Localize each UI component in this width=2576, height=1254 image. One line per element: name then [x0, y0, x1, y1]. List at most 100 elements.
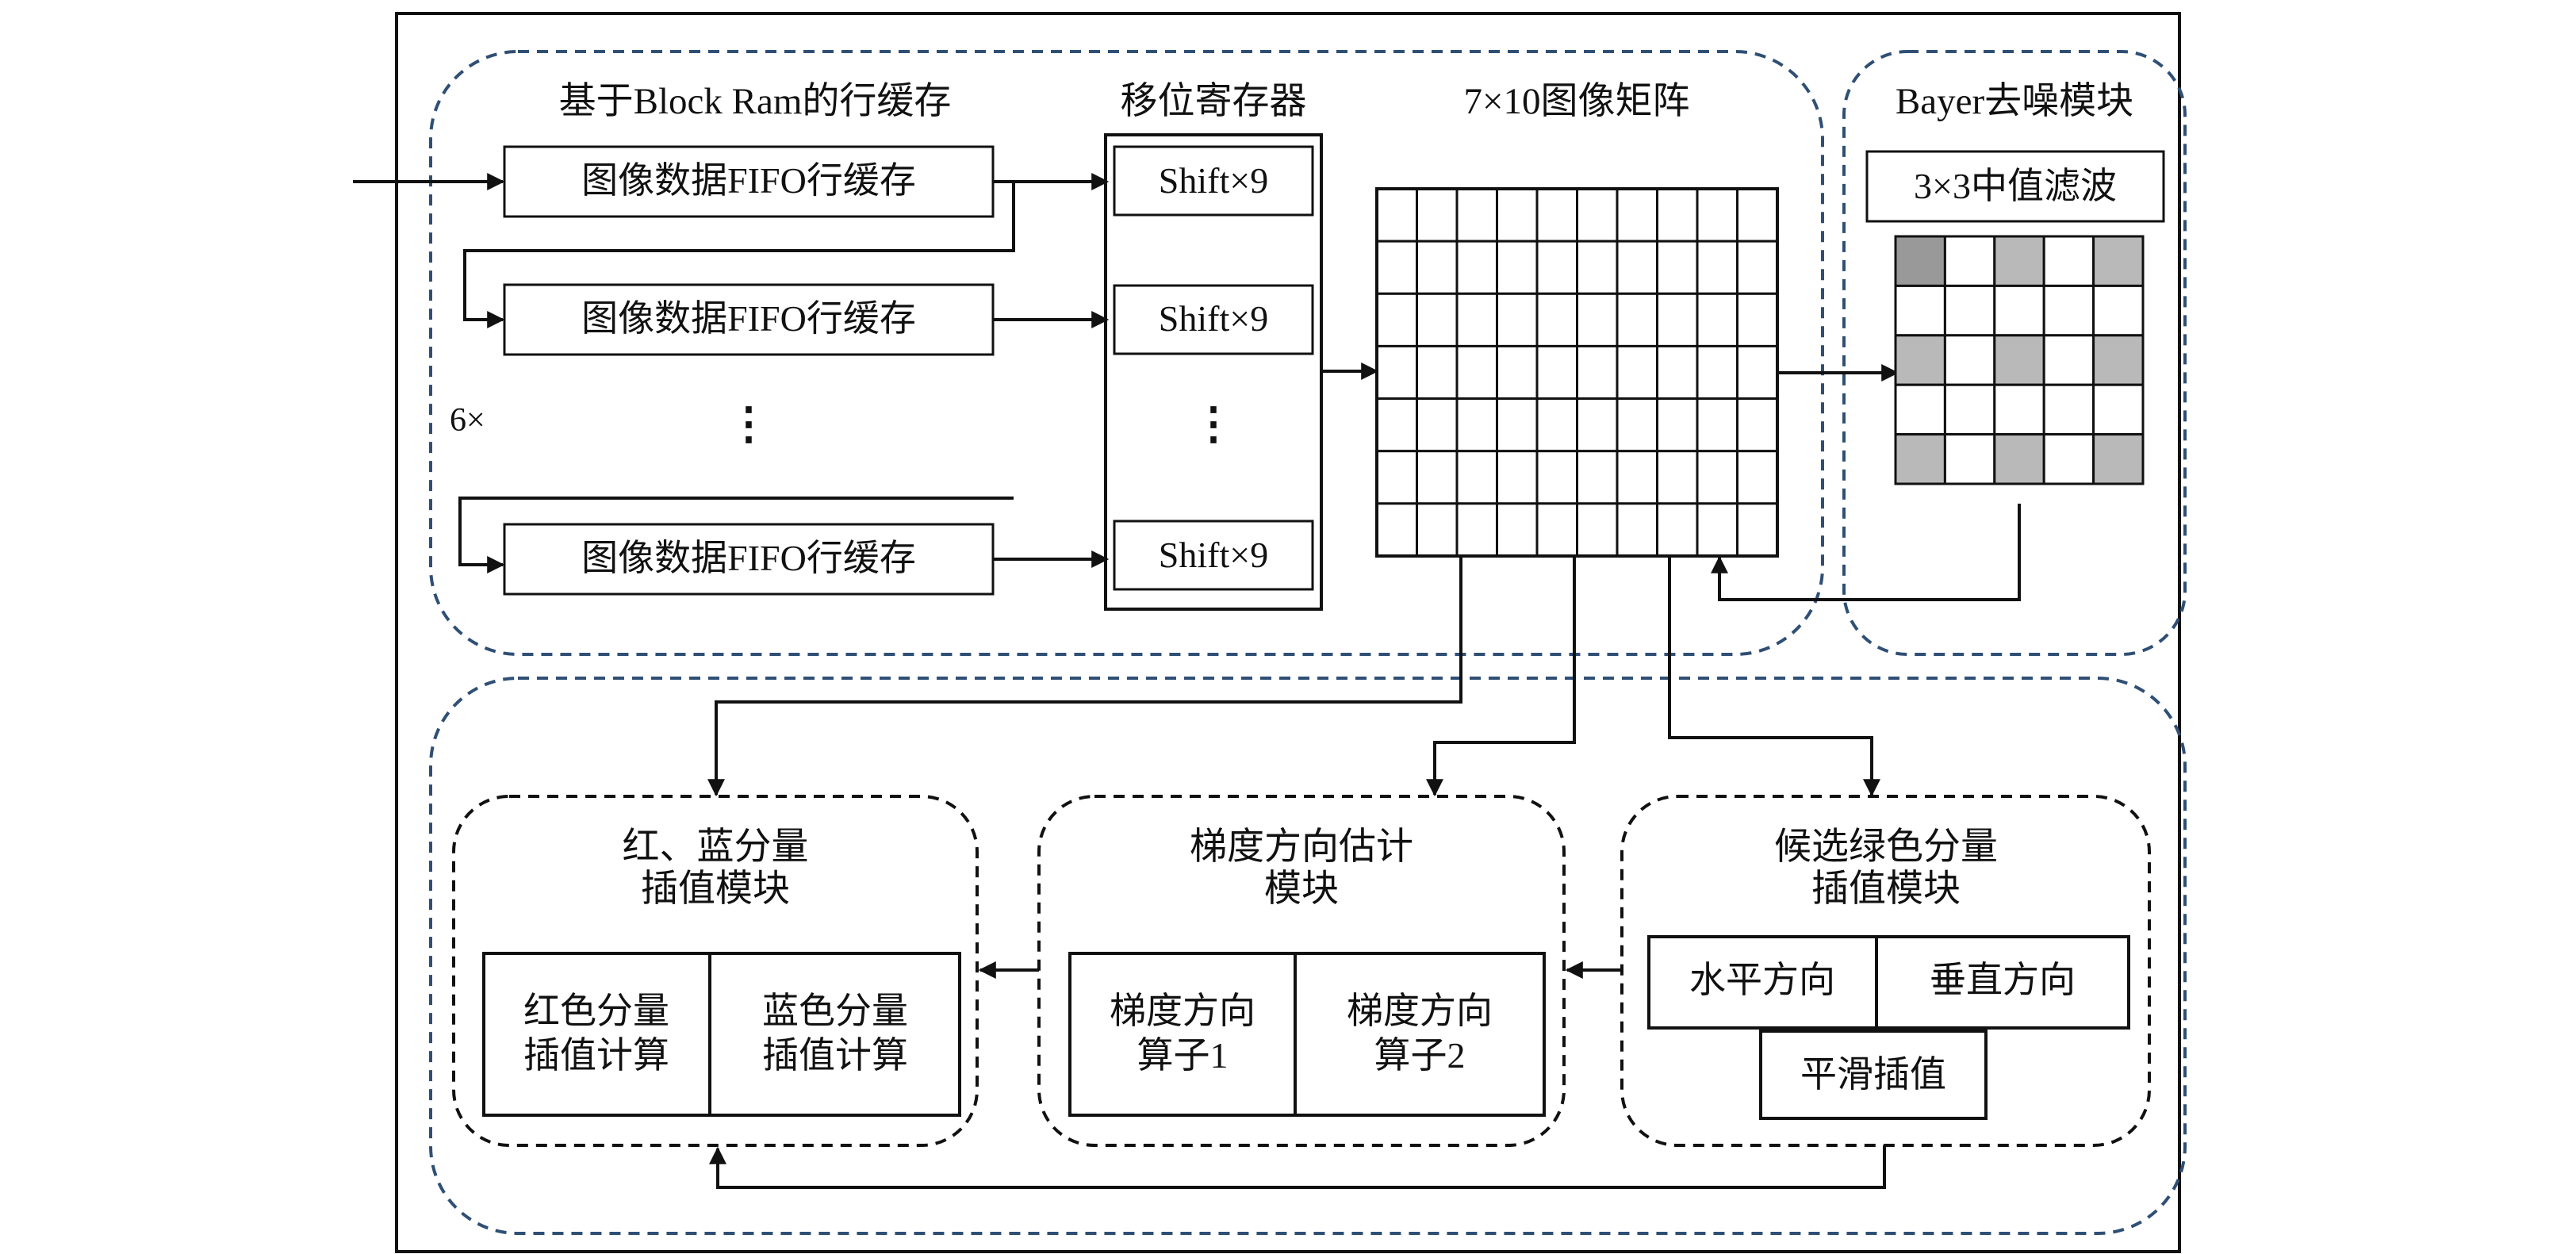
bayer-cell — [1943, 284, 1996, 337]
matrix-cell — [1455, 292, 1498, 347]
matrix-cell — [1696, 292, 1738, 347]
matrix-cell — [1535, 397, 1578, 453]
fifo-label-1: 图像数据FIFO行缓存 — [581, 160, 916, 201]
rb-module-box — [452, 795, 979, 1147]
blue-calc-line2: 插值计算 — [762, 1035, 908, 1076]
matrix-cell — [1416, 450, 1459, 505]
image-matrix-grid — [1375, 187, 1779, 558]
matrix-cell — [1656, 344, 1699, 401]
rb-module-title-1: 红、蓝分量 — [623, 826, 809, 868]
matrix-to-rb-arrow — [707, 555, 1462, 797]
matrix-cell — [1616, 187, 1658, 243]
matrix-cell — [1736, 502, 1779, 558]
matrix-cell — [1576, 187, 1619, 243]
matrix-cell — [1496, 187, 1539, 243]
matrix-cell — [1535, 344, 1578, 401]
bayer-cell — [1993, 284, 2045, 337]
matrix-cell — [1656, 292, 1699, 347]
matrix-cell — [1616, 397, 1658, 453]
gradient-op2-line1: 梯度方向 — [1347, 991, 1493, 1031]
matrix-cell — [1576, 397, 1619, 453]
matrix-cell — [1535, 240, 1578, 295]
matrix-cell — [1616, 502, 1658, 558]
matrix-cell — [1736, 397, 1779, 453]
matrix-cell — [1736, 187, 1779, 243]
bayer-cell — [2042, 433, 2095, 485]
matrix-cell — [1455, 502, 1498, 558]
bayer-cell — [1943, 334, 1996, 386]
bayer-cell — [1943, 235, 1996, 287]
bayer-cell — [1894, 284, 1946, 337]
matrix-cell — [1696, 502, 1738, 558]
shift-cell-1 — [1113, 145, 1314, 217]
fifo-box-1 — [503, 145, 995, 218]
bayer-cell — [1894, 383, 1946, 436]
bayer-cell — [2042, 284, 2095, 337]
matrix-cell — [1656, 397, 1699, 453]
matrix-cell — [1455, 344, 1498, 401]
gradient-op1-line2: 算子1 — [1137, 1035, 1229, 1076]
fifo-ellipsis: ⋮ — [726, 400, 771, 449]
matrix-cell — [1696, 450, 1738, 505]
matrix-cell — [1416, 187, 1459, 243]
matrix-cell — [1496, 397, 1539, 453]
gradient-sub-box — [1068, 952, 1546, 1117]
matrix-cell — [1535, 450, 1578, 505]
matrix-cell — [1535, 502, 1578, 558]
bayer-cell — [1943, 383, 1996, 436]
matrix-cell — [1535, 187, 1578, 243]
matrix-cell — [1656, 450, 1699, 505]
bayer-cell — [1993, 235, 2045, 287]
bayer-cell — [2092, 383, 2145, 436]
cascade-line-2 — [458, 497, 1014, 573]
line-buffer-title: 基于Block Ram的行缓存 — [559, 81, 952, 122]
matrix-cell — [1696, 187, 1738, 243]
bayer-cell — [2092, 284, 2145, 337]
bayer-title: Bayer去噪模块 — [1896, 81, 2133, 122]
matrix-cell — [1616, 344, 1658, 401]
vertical-direction-box — [1875, 935, 2130, 1030]
vertical-direction-label: 垂直方向 — [1930, 960, 2076, 1000]
bayer-cell — [2042, 334, 2095, 386]
rb-sub-box — [482, 952, 961, 1117]
gradient-module-box — [1037, 795, 1566, 1147]
matrix-cell — [1496, 502, 1539, 558]
matrix-cell — [1496, 292, 1539, 347]
matrix-cell — [1416, 292, 1459, 347]
shift-register-title: 移位寄存器 — [1121, 81, 1307, 122]
matrix-cell — [1656, 187, 1699, 243]
bayer-cell — [1894, 235, 1946, 287]
matrix-cell — [1375, 187, 1418, 243]
matrix-cell — [1416, 502, 1459, 558]
matrix-cell — [1455, 187, 1498, 243]
smooth-interp-label: 平滑插值 — [1800, 1054, 1946, 1095]
blue-calc-line1: 蓝色分量 — [762, 991, 908, 1031]
bayer-grid — [1894, 235, 2145, 485]
bayer-cell — [2092, 235, 2145, 287]
matrix-cell — [1576, 450, 1619, 505]
matrix-cell — [1455, 240, 1498, 295]
median-filter-label: 3×3中值滤波 — [1914, 166, 2117, 206]
matrix-cell — [1696, 397, 1738, 453]
matrix-cell — [1455, 397, 1498, 453]
matrix-cell — [1696, 240, 1738, 295]
fifo-label-3: 图像数据FIFO行缓存 — [581, 538, 916, 578]
matrix-cell — [1616, 450, 1658, 505]
bayer-cell — [2092, 334, 2145, 386]
shift-ellipsis: ⋮ — [1191, 400, 1236, 449]
red-calc-line2: 插值计算 — [523, 1035, 669, 1076]
matrix-cell — [1736, 450, 1779, 505]
green-module-title-1: 候选绿色分量 — [1774, 826, 1998, 868]
matrix-cell — [1616, 292, 1658, 347]
matrix-cell — [1696, 344, 1738, 401]
matrix-to-green-arrow — [1668, 555, 1880, 797]
smooth-interp-box — [1759, 1030, 1988, 1120]
horizontal-direction-label: 水平方向 — [1689, 960, 1835, 1000]
repeat-label: 6× — [450, 402, 485, 439]
red-calc-line1: 红色分量 — [523, 991, 669, 1031]
bayer-cell — [2042, 235, 2095, 287]
gradient-op1-line1: 梯度方向 — [1110, 991, 1255, 1031]
matrix-cell — [1736, 344, 1779, 401]
shift-label-1: Shift×9 — [1159, 160, 1268, 201]
matrix-cell — [1416, 240, 1459, 295]
